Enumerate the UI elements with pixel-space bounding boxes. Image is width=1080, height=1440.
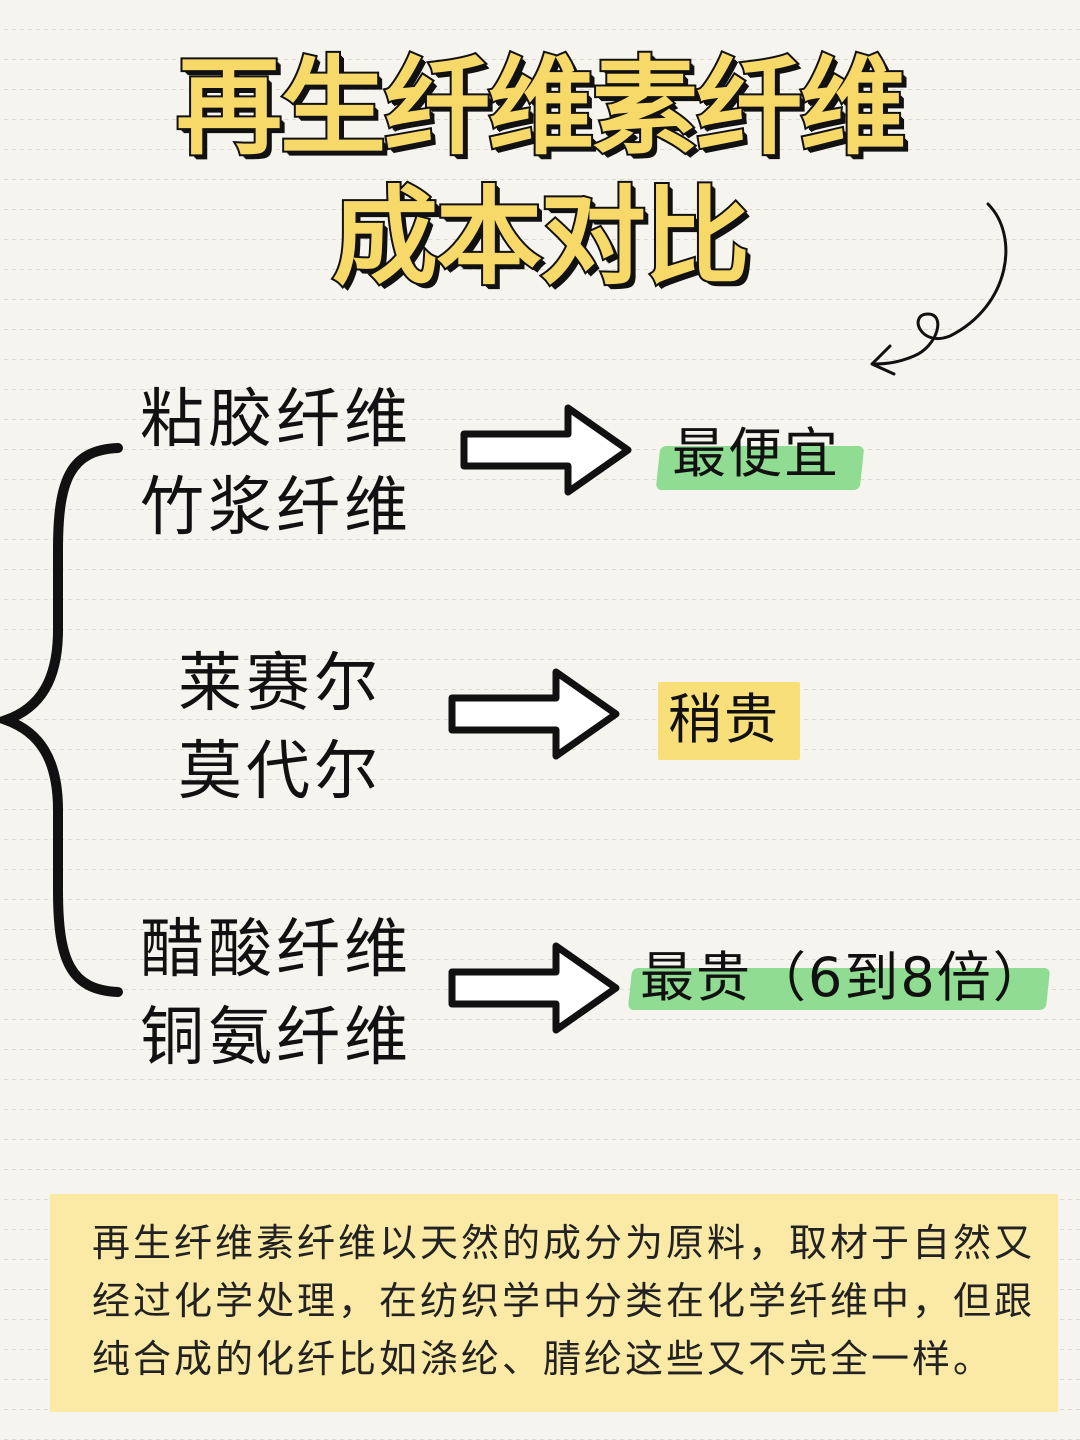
note-line: 经过化学处理，在纺织学中分类在化学纤维中，但跟	[92, 1279, 1036, 1323]
note-line: 纯合成的化纤比如涤纶、腈纶这些又不完全一样。	[92, 1337, 995, 1381]
page-title-line-1: 再生纤维素纤维	[174, 46, 908, 170]
fiber-name: 铜氨纤维	[140, 1001, 412, 1075]
fiber-name: 竹浆纤维	[140, 471, 412, 545]
curly-brace-icon	[0, 443, 123, 997]
fiber-group-3: 醋酸纤维 铜氨纤维	[140, 906, 412, 1082]
right-arrow-icon	[448, 942, 620, 1034]
note-line: 再生纤维素纤维以天然的成分为原料，取材于自然又	[92, 1221, 1036, 1265]
right-arrow-icon	[448, 668, 620, 760]
note-text: 再生纤维素纤维以天然的成分为原料，取材于自然又 经过化学处理，在纺织学中分类在化…	[92, 1214, 1052, 1388]
page-title-line-2: 成本对比	[330, 176, 752, 300]
result-most-expensive: 最贵（6到8倍）	[640, 946, 1049, 1009]
right-arrow-icon	[460, 404, 632, 496]
result-cheapest: 最便宜	[672, 422, 840, 485]
result-highlight-yellow	[658, 682, 800, 760]
fiber-name: 莫代尔	[178, 735, 382, 809]
note-box	[50, 1194, 1058, 1412]
fiber-name: 粘胶纤维	[140, 383, 412, 457]
fiber-name: 醋酸纤维	[140, 913, 412, 987]
fiber-group-2: 莱赛尔 莫代尔	[178, 640, 382, 816]
result-slightly-expensive: 稍贵	[668, 688, 780, 751]
fiber-name: 莱赛尔	[178, 647, 382, 721]
fiber-group-1: 粘胶纤维 竹浆纤维	[140, 376, 412, 552]
decorative-swirl-arrow-icon	[870, 202, 1008, 376]
